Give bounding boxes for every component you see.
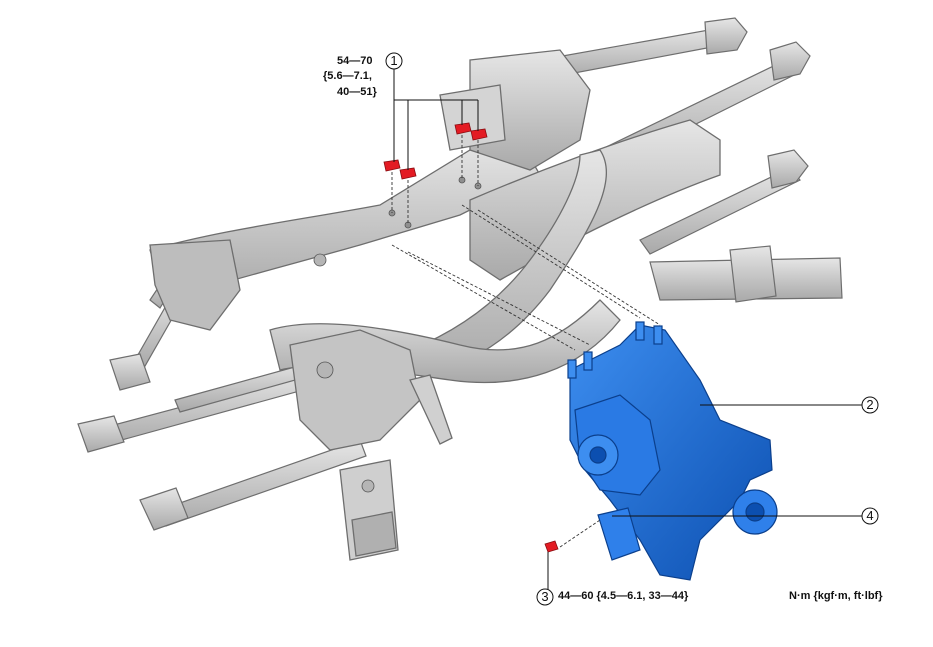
differential-mount-bracket	[597, 507, 641, 561]
rear-differential	[567, 321, 778, 581]
left-long-link	[159, 439, 367, 527]
torque-1-line3: 40—51}	[337, 86, 377, 98]
left-mount-block	[149, 239, 241, 331]
callout-1-circle	[385, 52, 403, 70]
top-mount-bracket	[439, 84, 506, 151]
right-bracket	[729, 245, 777, 303]
bolt-icon	[383, 159, 401, 172]
callout-leaders	[393, 68, 862, 592]
left-bushing-b	[77, 415, 125, 453]
bolt-icon	[399, 167, 417, 180]
lower-hub-housing	[289, 329, 421, 451]
lower-right-bushing	[767, 149, 809, 189]
callout-4-number: 4	[866, 508, 873, 523]
bolt-icon	[470, 128, 488, 141]
callout-2-number: 2	[866, 397, 873, 412]
torque-3-value: 44—60 {4.5—6.1, 33—44}	[558, 590, 689, 602]
left-bushing-c	[139, 487, 189, 531]
callout-markers	[385, 52, 879, 606]
crossmember-frame	[149, 49, 721, 561]
stabilizer-link	[409, 374, 453, 445]
left-bushing-a	[109, 353, 151, 391]
lower-right-link	[639, 167, 801, 255]
callout-3-number: 3	[541, 589, 548, 604]
torque-1-line1: 54—70	[337, 55, 373, 67]
middle-right-bushing	[769, 41, 811, 81]
callout-2-circle	[861, 396, 879, 414]
bolt-icon	[544, 540, 559, 553]
torque-units-label: N·m {kgf·m, ft·lbf}	[789, 590, 883, 602]
callout-4-circle	[861, 507, 879, 525]
frame-details	[313, 176, 482, 493]
torque-1-line2: {5.6—7.1,	[323, 70, 372, 82]
upper-right-bushing	[704, 17, 748, 55]
mounting-bolts	[383, 122, 559, 553]
callout-3-circle	[536, 588, 554, 606]
callout-1-number: 1	[390, 53, 397, 68]
lower-mount-plate	[351, 511, 397, 557]
